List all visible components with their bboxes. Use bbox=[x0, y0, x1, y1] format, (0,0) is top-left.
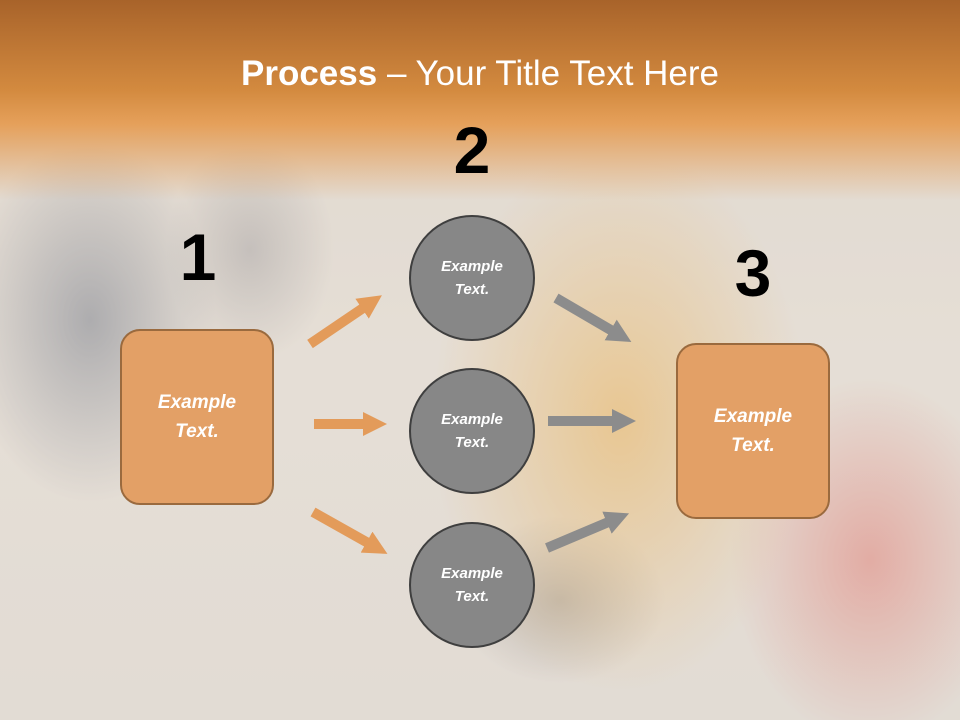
step-number-2: 2 bbox=[453, 113, 491, 187]
step-2-circle-middle[interactable]: Example Text. bbox=[409, 368, 535, 494]
step-3-box[interactable]: Example Text. bbox=[676, 343, 830, 519]
title-bold: Process bbox=[241, 54, 378, 93]
step-number-1: 1 bbox=[179, 220, 217, 294]
title-rest: – Your Title Text Here bbox=[377, 54, 719, 93]
step-1-box[interactable]: Example Text. bbox=[120, 329, 274, 505]
slide-title[interactable]: Process – Your Title Text Here bbox=[0, 52, 960, 96]
step-3-label: Example Text. bbox=[713, 406, 793, 456]
circle-top-label: Example Text. bbox=[441, 258, 503, 298]
title-band bbox=[0, 0, 960, 200]
step-number-3: 3 bbox=[734, 236, 772, 310]
step-2-circle-top[interactable]: Example Text. bbox=[409, 215, 535, 341]
circle-bottom-label: Example Text. bbox=[441, 565, 503, 605]
step-1-label: Example Text. bbox=[157, 392, 237, 442]
circle-middle-label: Example Text. bbox=[441, 411, 503, 451]
step-2-circle-bottom[interactable]: Example Text. bbox=[409, 522, 535, 648]
